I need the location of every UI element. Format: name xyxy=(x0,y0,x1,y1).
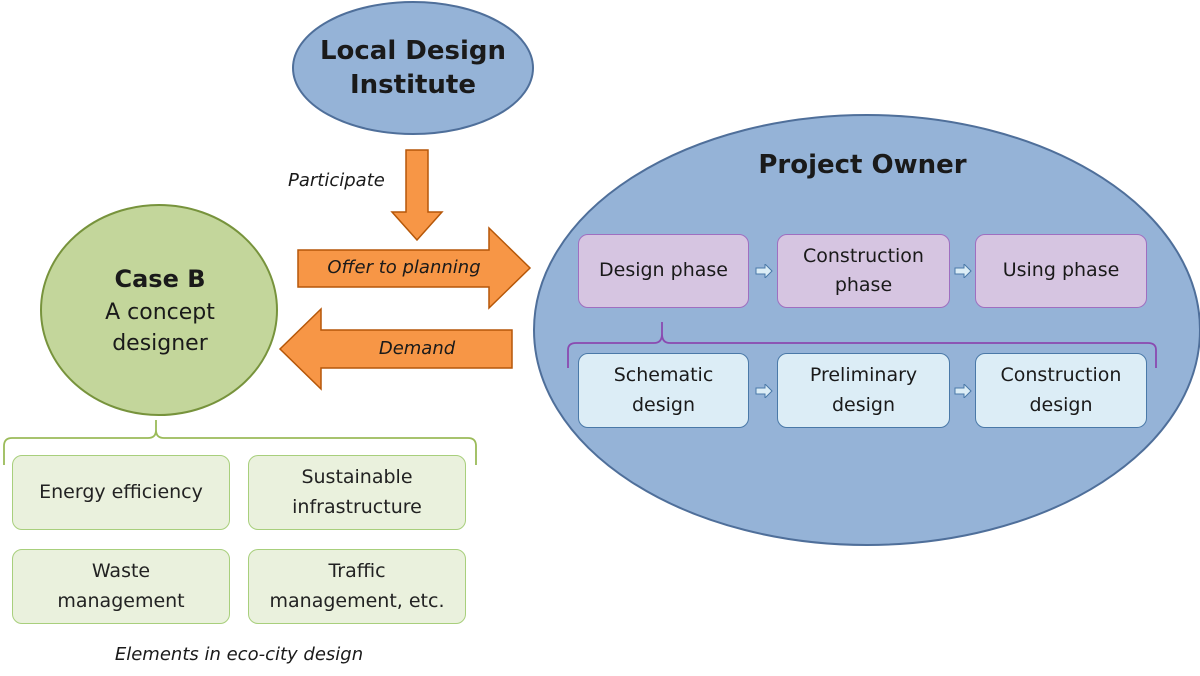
design-line1: Schematic xyxy=(613,364,714,387)
phase-line1: Construction xyxy=(803,244,924,267)
phase-line2: phase xyxy=(834,274,893,296)
case-b-title: Case B xyxy=(114,264,206,293)
elements-caption: Elements in eco-city design xyxy=(114,644,364,665)
project-owner-ellipse xyxy=(533,114,1200,546)
elements-brace xyxy=(3,420,477,465)
case-b-line2: designer xyxy=(112,331,208,357)
local-institute-line1: Local Design xyxy=(319,36,507,67)
design-line1: Preliminary xyxy=(809,364,918,387)
phase-arrow-2 xyxy=(954,264,972,278)
element-line1: Energy efficiency xyxy=(39,480,203,503)
phase-arrow-1 xyxy=(755,264,773,278)
design-line2: design xyxy=(831,393,895,416)
design-arrow-2 xyxy=(954,384,972,398)
element-line1: Traffic xyxy=(328,560,386,583)
element-line1: Waste xyxy=(91,560,151,583)
project-owner-title: Project Owner xyxy=(758,150,967,180)
design-phase-brace xyxy=(567,322,1157,368)
element-line1: Sustainable xyxy=(301,466,413,489)
phase-line1: Design phase xyxy=(599,259,728,282)
case-b-line1: A concept xyxy=(105,299,215,325)
local-institute-label: Local Design Institute xyxy=(300,30,526,108)
element-box-waste: Waste management xyxy=(12,549,230,624)
case-b-ellipse xyxy=(40,204,278,416)
design-box-construction: Construction design xyxy=(975,353,1147,428)
element-line2: infrastructure xyxy=(292,495,422,518)
element-line2: management, etc. xyxy=(269,589,445,612)
offer-arrow xyxy=(297,226,532,310)
case-b-label: Case B A concept designer xyxy=(60,256,260,366)
element-box-infrastructure: Sustainable infrastructure xyxy=(248,455,466,530)
participate-arrow xyxy=(390,149,444,242)
design-arrow-1 xyxy=(755,384,773,398)
phase-line1: Using phase xyxy=(1002,259,1120,282)
design-line2: design xyxy=(631,393,695,416)
design-line1: Construction xyxy=(1000,364,1122,387)
design-line2: design xyxy=(1029,393,1093,416)
local-institute-line2: Institute xyxy=(349,70,476,100)
offer-label: Offer to planning xyxy=(327,257,481,278)
participate-label: Participate xyxy=(288,170,385,191)
design-box-preliminary: Preliminary design xyxy=(777,353,950,428)
local-institute-ellipse xyxy=(292,1,534,135)
element-box-traffic: Traffic management, etc. xyxy=(248,549,466,624)
phase-box-using: Using phase xyxy=(975,234,1147,308)
demand-label: Demand xyxy=(378,338,456,359)
element-line2: management xyxy=(57,589,185,612)
element-box-energy: Energy efficiency xyxy=(12,455,230,530)
design-box-schematic: Schematic design xyxy=(578,353,749,428)
demand-arrow xyxy=(278,307,513,391)
phase-box-construction: Construction phase xyxy=(777,234,950,308)
phase-box-design: Design phase xyxy=(578,234,749,308)
